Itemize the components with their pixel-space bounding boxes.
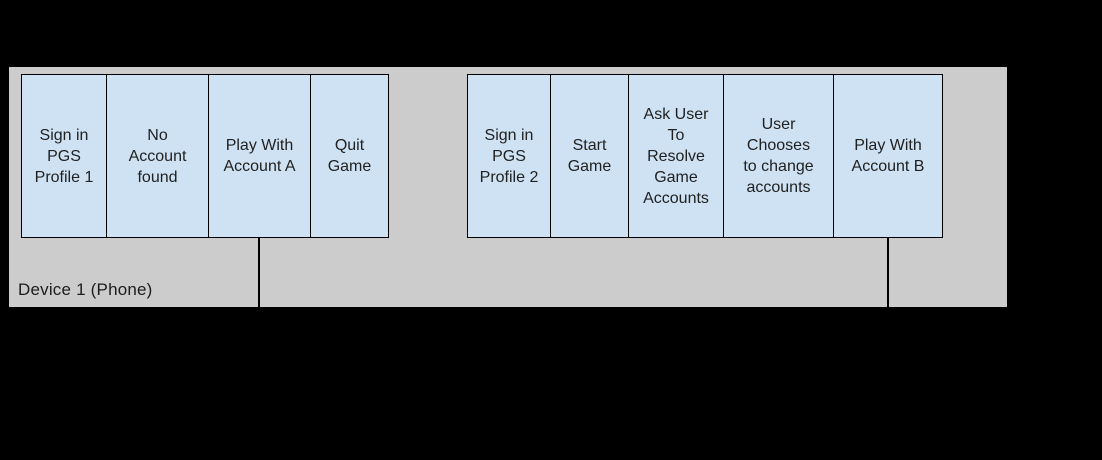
step-sign-in-pgs-profile-1: Sign in PGS Profile 1	[21, 74, 107, 238]
connector-account-a	[258, 237, 260, 307]
lane-label: Device 1 (Phone)	[18, 280, 153, 299]
step-label: Quit Game	[327, 137, 372, 175]
step-start-game: Start Game	[550, 74, 629, 238]
step-label: Ask User To Resolve Game Accounts	[643, 105, 709, 207]
connector-account-b	[887, 237, 889, 307]
step-label: User Chooses to change accounts	[743, 116, 814, 196]
step-play-with-account-b: Play With Account B	[833, 74, 943, 238]
step-label: Sign in PGS Profile 1	[34, 126, 94, 186]
step-label: Start Game	[567, 137, 612, 175]
step-play-with-account-a: Play With Account A	[208, 74, 311, 238]
step-label: Play With Account B	[851, 137, 925, 175]
step-user-chooses-to-change-accounts: User Chooses to change accounts	[723, 74, 834, 238]
step-ask-user-to-resolve-game-accounts: Ask User To Resolve Game Accounts	[628, 74, 724, 238]
step-label: Play With Account A	[223, 137, 296, 175]
step-sign-in-pgs-profile-2: Sign in PGS Profile 2	[467, 74, 551, 238]
step-no-account-found: No Account found	[106, 74, 209, 238]
step-quit-game: Quit Game	[310, 74, 389, 238]
step-label: No Account found	[128, 126, 187, 186]
step-label: Sign in PGS Profile 2	[479, 126, 539, 186]
